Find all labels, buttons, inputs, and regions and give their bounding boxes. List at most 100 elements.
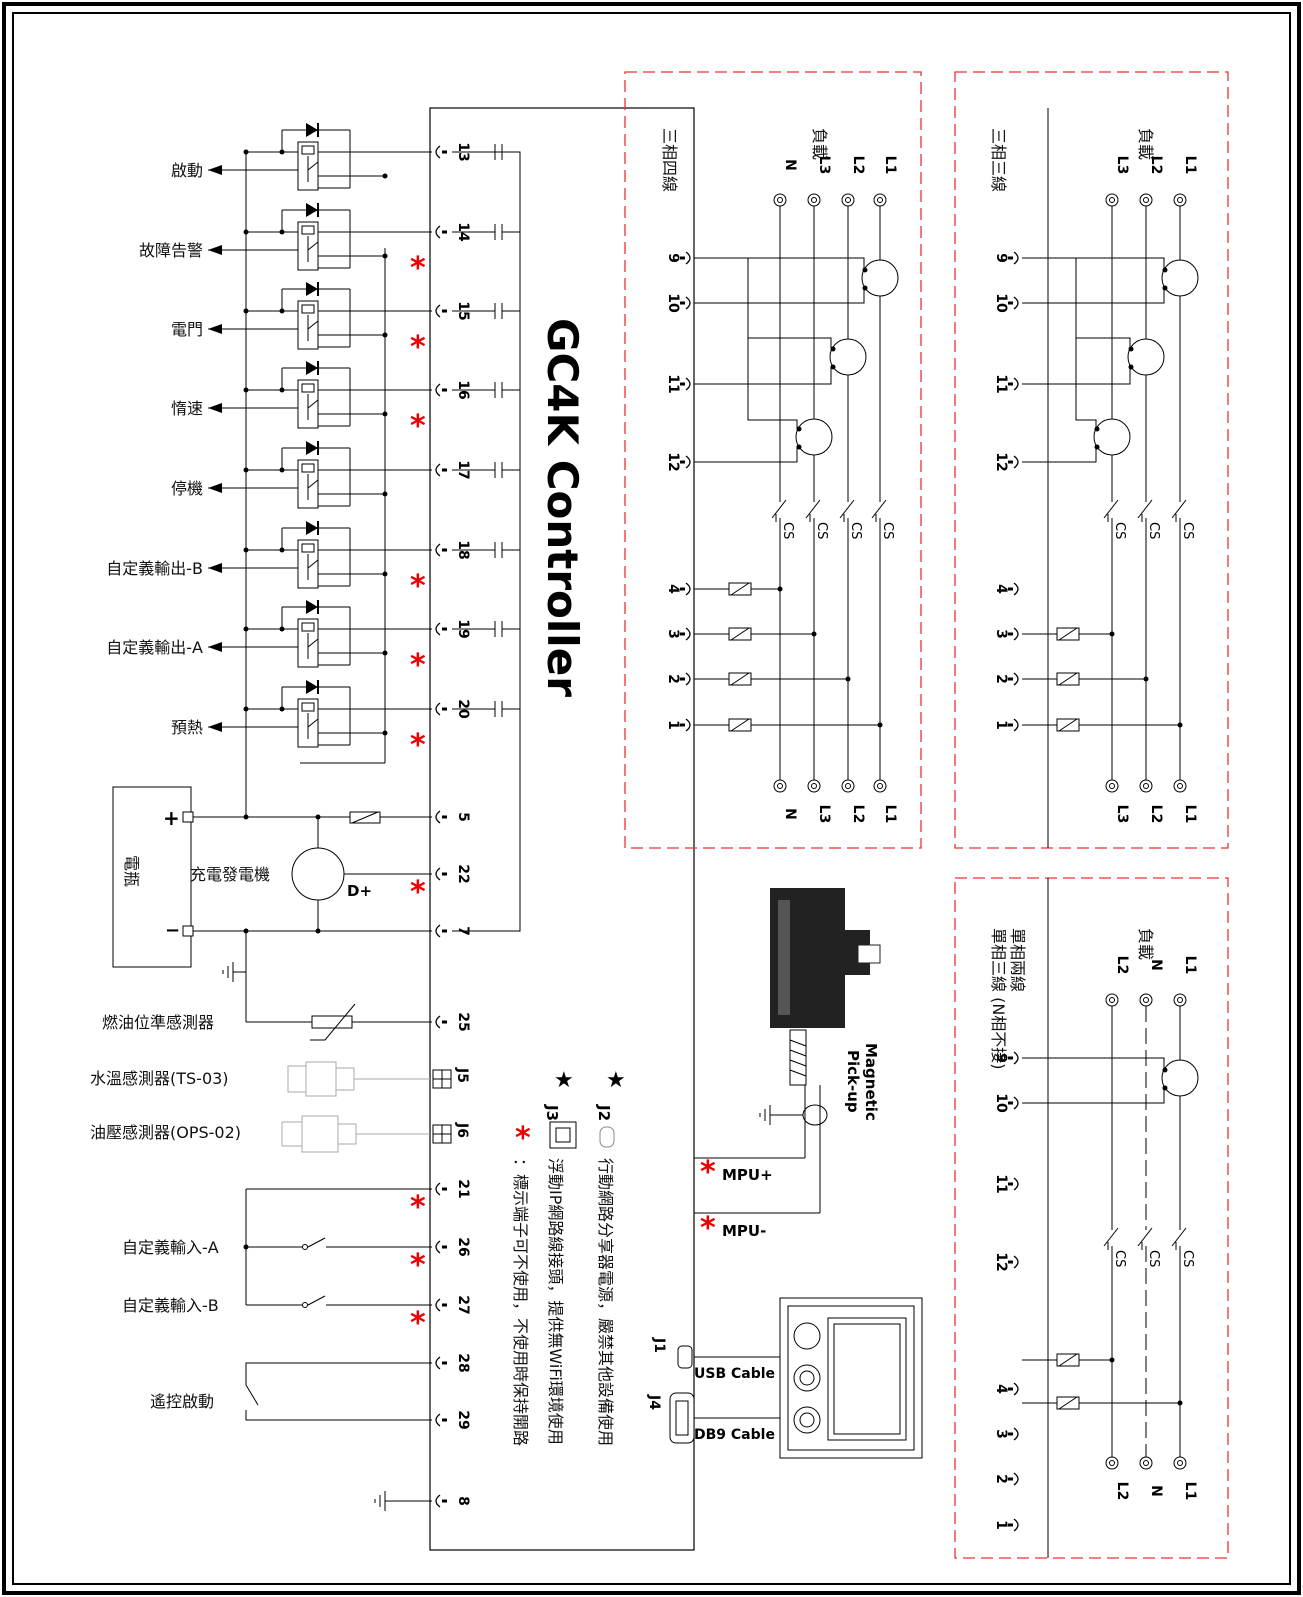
relay-output-18: 自定義輸出-B18* [106,521,520,604]
panel-single-phase [954,877,1229,1559]
current-transformer-icon [1161,1059,1199,1097]
arrow-icon [208,642,222,652]
panel1-pin-1: 1 [665,720,681,730]
panel3-pin-2: 2 [993,1474,1009,1484]
panel3-title1: 單相兩線 [1008,928,1027,992]
panel3-cs-label: CS [1146,1250,1161,1267]
magnetic-pickup-icon [770,888,881,1086]
oil-sensor-icon [281,1115,430,1153]
custom-input-b-label: 自定義輸入-B [122,1296,219,1315]
mpu-plus-asterisk: * [700,1155,716,1190]
optional-asterisk: * [410,569,426,604]
battery-plus: + [163,806,180,830]
panel1-pin-9: 9 [665,253,681,263]
panel2-pin-10: 10 [993,293,1009,313]
pin-28: 28 [455,1353,471,1372]
arrow-icon [208,245,222,255]
custom-input-a-label: 自定義輸入-A [122,1238,219,1257]
panel2-cs-label: CS [1112,522,1127,539]
panel1-cs-label: CS [880,522,895,539]
output-label: 自定義輸出-B [106,559,203,578]
pin-j1: J1 [651,1337,667,1353]
panel2-pin-3: 3 [993,629,1009,639]
controller-box [429,107,695,1551]
panel3-load: 負載 [1136,928,1155,960]
usb-cable-label: USB Cable [694,1366,775,1382]
j6-connector [432,1124,452,1144]
battery [112,786,192,968]
panel1-pin-10: 10 [665,293,681,313]
panel1-cs-label: CS [780,522,795,539]
panel1-phase-bottom-L3: L3 [816,805,832,824]
diode-icon [306,282,318,296]
panel3-pin-1: 1 [993,1520,1009,1530]
battery-minus: − [165,920,180,941]
output-label: 預熱 [171,718,203,737]
legend: ★ ★ J2 J3 行動網路分享器電源，嚴禁其他設備使用 浮動IP網路線接頭，提… [511,1068,626,1446]
output-label: 自定義輸出-A [106,638,203,657]
j1-usb-port-icon [677,1345,693,1369]
current-transformer-icon [795,418,833,456]
oil-sensor-label: 油壓感測器(OPS-02) [90,1123,241,1142]
pin-14: 14 [455,222,471,242]
water-sensor-label: 水溫感測器(TS-03) [90,1069,229,1088]
pin-22: 22 [455,864,471,883]
panel3-phase-bottom-L2: L2 [1114,1482,1130,1501]
pin-29: 29 [455,1410,471,1429]
panel3-phase-top-L2: L2 [1114,956,1130,975]
arrow-icon [208,483,222,493]
pin-j5: J5 [454,1067,470,1083]
db9-cable-label: DB9 Cable [694,1427,775,1443]
diode-icon [306,361,318,375]
j3-star-icon: ★ [554,1068,574,1093]
fuel-sensor-label: 燃油位準感測器 [102,1013,214,1032]
pin-20: 20 [455,699,471,719]
current-transformer-icon [1093,418,1131,456]
optional-asterisk: * [410,1248,426,1283]
panel2-pin-9: 9 [993,253,1009,263]
output-label: 故障告警 [139,241,203,260]
optional-asterisk: * [410,1306,426,1341]
panel1-pin-3: 3 [665,629,681,639]
mpu-minus-asterisk: * [700,1211,716,1246]
j2-star-icon: ★ [606,1068,626,1093]
diode-icon [306,203,318,217]
diode-icon [306,521,318,535]
optional-asterisk: * [410,330,426,365]
arrow-icon [208,722,222,732]
panel1-cs-label: CS [814,522,829,539]
current-transformer-icon [861,259,899,297]
panel2-cs-label: CS [1180,522,1195,539]
fuel-sensor-resistor [311,1015,353,1029]
panel2-phase-bottom-L3: L3 [1114,805,1130,824]
diode-icon [306,123,318,137]
arrow-icon [208,165,222,175]
ground-icon [759,1105,771,1125]
pin-17: 17 [455,460,471,479]
panel2-cs-label: CS [1146,522,1161,539]
arrow-icon [208,324,222,334]
arrow-icon [208,563,222,573]
panel2-pin-11: 11 [993,374,1009,393]
alternator [291,847,345,901]
pin-8: 8 [455,1496,471,1506]
pin-5: 5 [455,812,471,822]
panel3-cs-label: CS [1112,1250,1127,1267]
panel1-pin-12: 12 [665,452,681,471]
legend-asterisk-icon: * [515,1121,531,1156]
current-transformer-icon [1127,338,1165,376]
panel2-phase-bottom-L2: L2 [1148,805,1164,824]
output-label: 啟動 [171,161,203,180]
mpu-title2: Pick-up [844,1050,862,1113]
panel2-phase-bottom-L1: L1 [1182,805,1198,824]
pin-27: 27 [455,1295,471,1314]
pin-15: 15 [455,301,471,320]
panel2-load: 負載 [1136,128,1155,160]
